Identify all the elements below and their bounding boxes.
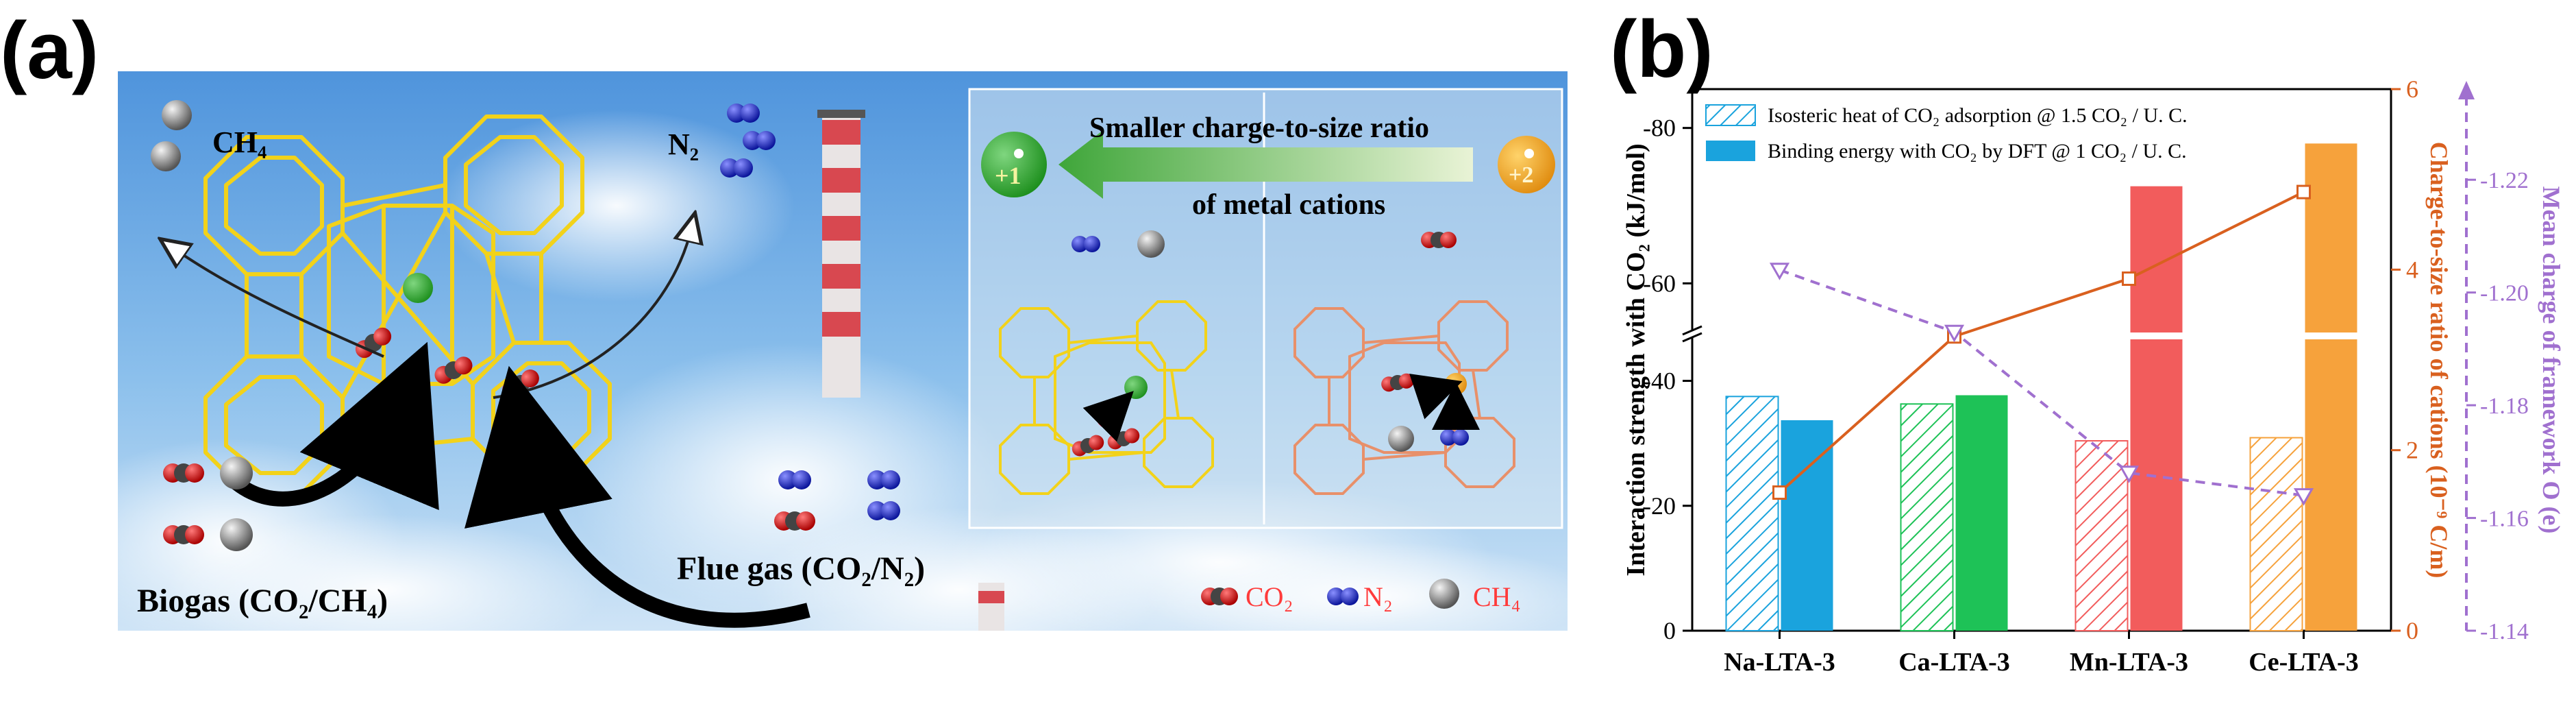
panel-a: CH₄ N₂ Biogas (CO₂/CH₄) Flue gas (CO [48,71,1596,672]
bar-isosteric [1900,403,1954,631]
legend-label-dft: Binding energy with CO₂ by DFT @ 1 CO₂ /… [1768,140,2187,162]
y-tick-label: 0 [1663,617,1676,644]
lta-framework-small-yellow [999,300,1214,495]
chimney-large [817,110,865,398]
axis-break [1682,325,1702,343]
n2-label: N₂ [668,128,699,161]
legend-n2-icon [1327,588,1359,605]
legend-ch4-label: CH₄ [1473,581,1521,612]
x-tick-label: Ca-LTA-3 [1898,648,2010,677]
cation-plus1-label: +1 [995,162,1021,189]
cation-sphere-large [403,273,433,303]
panel-b-label: (b) [1610,4,1713,95]
marker-framework-charge [2293,488,2314,506]
chart-lines [1769,184,2314,506]
marker-framework-charge [1944,324,1965,343]
line-charge-to-size [1779,191,2305,494]
y3-tick-label: -1.18 [2480,394,2529,419]
marker-framework-charge [1769,263,1790,280]
chart-ticks: 0 -20 -40 -60 -80 0 2 4 6 -1.14 -1.16 -1.18 -1.20 -1.… [1643,75,2529,677]
bar-isosteric [2249,437,2303,631]
bar-dft [1955,395,2008,631]
arrow-text-line2: of metal cations [1192,189,1385,221]
y-tick-label: -20 [1643,492,1676,520]
charge-ratio-arrow [1058,130,1473,199]
ch4-label: CH₄ [212,125,267,159]
cation-plus2-label: +2 [1509,162,1533,188]
ch4-molecules-top [151,100,192,171]
bar-dft [2130,186,2183,631]
y2-tick-label: 2 [2406,437,2418,464]
x-tick-label: Mn-LTA-3 [2070,648,2188,677]
bar-isosteric [1725,396,1779,631]
biogas-label: Biogas (CO₂/CH₄) [137,583,388,619]
fluegas-label: Flue gas (CO₂/N₂) [677,550,925,587]
lta-framework-small-orange [1293,300,1515,495]
biogas-molecules [163,457,253,551]
y-tick-label: -40 [1643,367,1676,395]
legend-ch4-icon [1429,579,1459,609]
bar-dft [1781,420,1833,631]
y3-tick-label: -1.22 [2480,168,2529,193]
marker-charge-to-size [2296,184,2311,199]
cation-plus2-sphere [1498,136,1555,193]
marker-framework-charge [2118,465,2140,483]
bar-dft [2305,143,2357,631]
cation-plus1-sphere [981,132,1047,197]
panel-a-legend: CO₂ N₂ CH₄ [1201,579,1521,612]
fluegas-molecules [774,470,900,531]
legend-label-isosteric: Isosteric heat of CO₂ adsorption @ 1.5 C… [1768,104,2188,127]
bar-break-gap [2127,332,2185,339]
panel-a-label: (a) [0,5,99,96]
y3-tick-label: -1.14 [2480,619,2529,644]
fluegas-co2-arrow [465,365,810,628]
y3-tick-label: -1.16 [2480,507,2529,532]
x-tick-label: Na-LTA-3 [1724,648,1835,677]
y2-tick-label: 6 [2406,75,2418,103]
panel-b-chart: 0 -20 -40 -60 -80 0 2 4 6 -1.14 -1.16 -1.18 -1.20 -1.… [1622,75,2565,677]
chart-legend: Isosteric heat of CO₂ adsorption @ 1.5 C… [1705,104,2188,162]
y-axis-title: Interaction strength with CO₂ (kJ/mol) [1622,143,1650,576]
y2-axis-title: Charge-to-size ratio of cations (10⁻⁹ C/… [2425,142,2453,579]
y2-tick-label: 4 [2406,256,2418,283]
x-tick-label: Ce-LTA-3 [2249,648,2358,677]
legend-swatch-hatched [1705,104,1756,126]
legend-co2-icon [1201,588,1238,605]
chimney-small [978,583,1004,631]
legend-n2-label: N₂ [1363,581,1393,612]
plot-frame [1691,88,2392,632]
y-tick-label: -80 [1643,114,1676,142]
y2-tick-label: 0 [2406,617,2418,644]
y-tick-label: -60 [1643,269,1676,297]
marker-charge-to-size [1772,485,1787,500]
line-framework-charge [1779,268,2304,497]
y3-axis-title: Mean charge of framework O (e) [2538,186,2565,534]
chart-bars [1725,143,2360,631]
marker-charge-to-size [2122,271,2136,286]
y3-tick-label: -1.20 [2480,281,2529,306]
biogas-co2-arrow [227,341,439,511]
legend-co2-label: CO₂ [1246,581,1293,612]
n2-molecules-top [720,104,776,178]
bar-break-gap [2302,332,2360,339]
inset-molecules [1072,230,1457,258]
arrow-text-line1: Smaller charge-to-size ratio [1089,112,1429,144]
legend-swatch-solid [1706,141,1755,161]
bar-isosteric [2075,440,2129,631]
y3-axis [2458,81,2475,631]
